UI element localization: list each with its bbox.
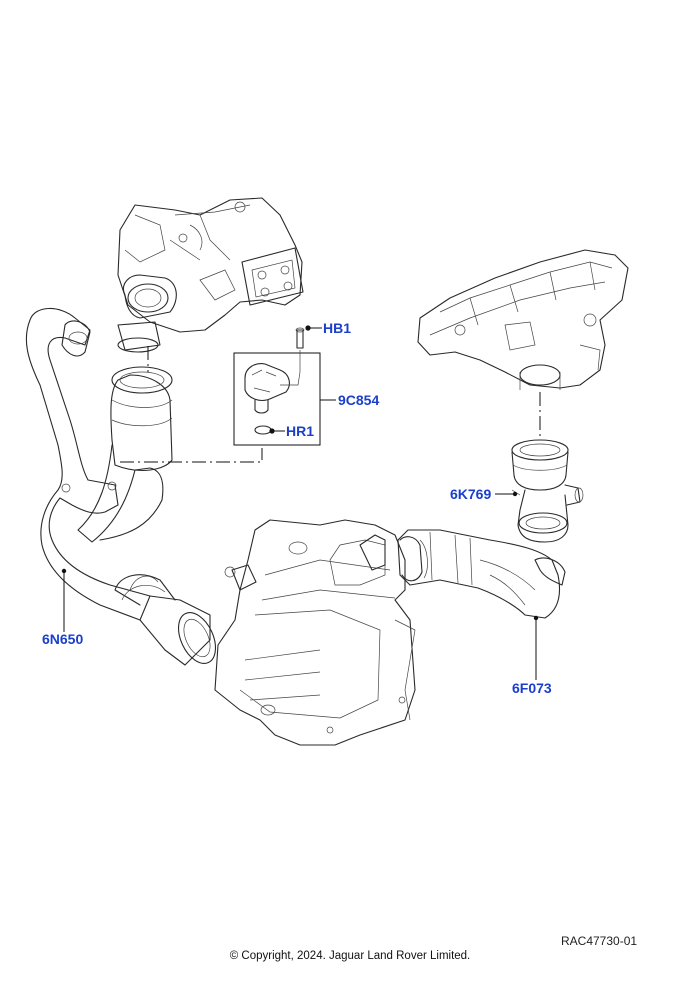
intake-manifold-drawing <box>417 249 629 390</box>
turbocharger-drawing <box>117 197 304 353</box>
elbow-6k769-drawing <box>511 439 584 543</box>
callout-6n650: 6N650 <box>42 631 83 647</box>
leader-lines <box>61 325 539 680</box>
hose-6f073-drawing <box>397 529 566 619</box>
sensor-9c854-box <box>233 327 321 446</box>
callout-6f073: 6F073 <box>512 680 552 696</box>
diagram-reference-code: RAC47730-01 <box>561 934 638 948</box>
callout-6k769: 6K769 <box>450 486 491 502</box>
assembly-center-lines <box>120 346 541 463</box>
charge-air-cooler-drawing <box>214 519 416 746</box>
callout-9c854: 9C854 <box>338 392 379 408</box>
copyright-notice: © Copyright, 2024. Jaguar Land Rover Lim… <box>229 950 471 962</box>
callout-hb1: HB1 <box>323 320 351 336</box>
callout-hr1: HR1 <box>286 423 314 439</box>
hose-6n650-drawing <box>25 307 217 666</box>
